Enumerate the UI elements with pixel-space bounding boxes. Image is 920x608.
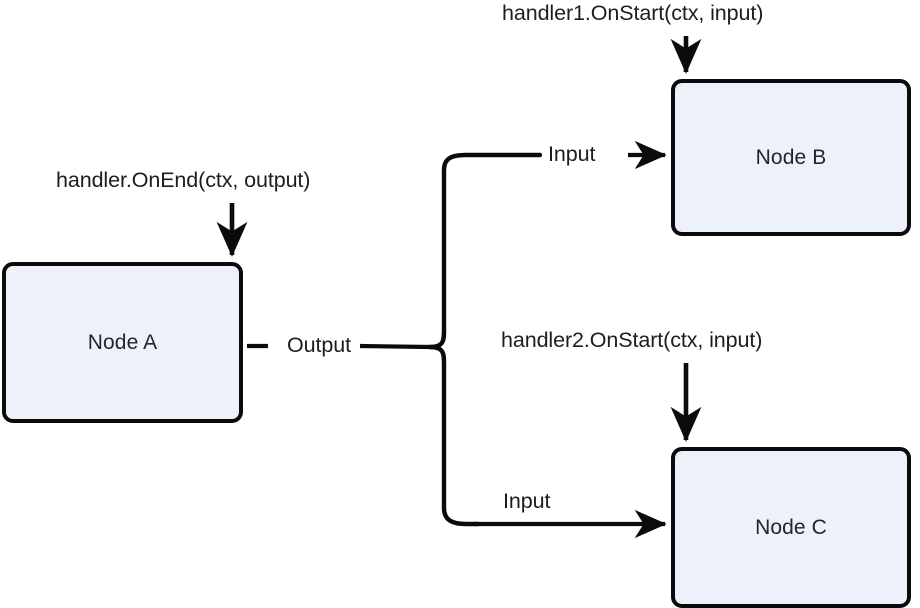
edge-label-input-node-b: Input (542, 142, 602, 167)
node-b-label: Node B (755, 145, 827, 169)
wire-branch-upper (427, 152, 543, 350)
node-c-label: Node C (755, 515, 827, 539)
node-c[interactable]: Node C (671, 447, 911, 608)
node-a[interactable]: Node A (2, 262, 243, 423)
annotation-handler2-onstart: handler2.OnStart(ctx, input) (501, 328, 763, 352)
edge-label-input-node-c: Input (497, 489, 557, 514)
wire-output-to-branch (359, 343, 431, 350)
wire-branch-lower (427, 344, 481, 527)
edge-label-output: Output (281, 333, 357, 358)
annotation-handler-onend: handler.OnEnd(ctx, output) (56, 168, 311, 192)
node-b[interactable]: Node B (671, 79, 911, 236)
annotation-handler1-onstart: handler1.OnStart(ctx, input) (502, 1, 764, 25)
node-a-label: Node A (87, 330, 158, 354)
